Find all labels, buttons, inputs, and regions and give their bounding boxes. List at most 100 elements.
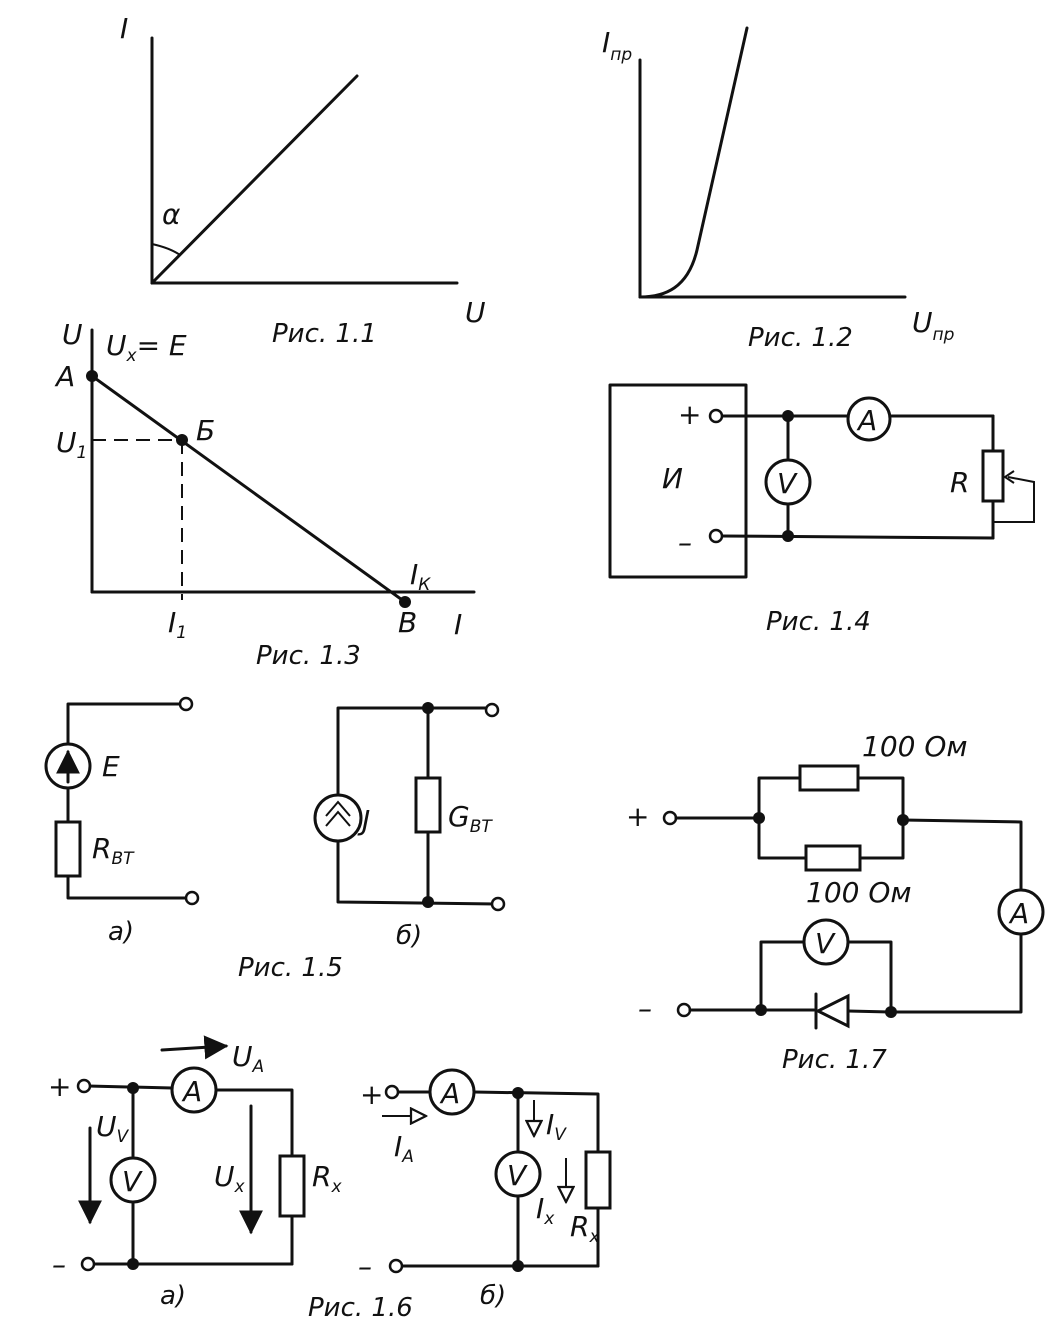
fig12-x-label: Uпр — [912, 306, 955, 345]
fig16b-plus-label: + — [360, 1078, 383, 1111]
fig15b-source-chevron-lower — [325, 810, 351, 827]
fig17-diode-triangle — [814, 993, 850, 1029]
fig11-characteristic-line — [150, 74, 359, 285]
fig14-minus-terminal — [708, 528, 724, 544]
fig13-i1-label: I1 — [168, 606, 187, 643]
fig16b-ix-label: Ix — [536, 1192, 555, 1229]
fig15b-top-wire — [336, 706, 492, 797]
fig16a-ammeter — [170, 1066, 218, 1114]
fig15b-internal-conductance — [414, 776, 442, 834]
fig11-angle-label: α — [162, 198, 181, 231]
fig-1-3-source-load-line: U Ux= E A U1 Б I1 IК B I Рис. 1.3 — [54, 318, 476, 671]
fig16-caption: Рис. 1.6 — [308, 1293, 413, 1323]
fig14-source-box — [608, 383, 748, 579]
fig16b-ammeter — [428, 1068, 476, 1116]
fig17-plus-terminal — [662, 810, 678, 826]
fig16a-sub-label: а) — [160, 1281, 186, 1311]
fig11-x-label: U — [465, 296, 486, 329]
fig13-point-c — [399, 596, 411, 608]
fig16b-ammeter-label: A — [439, 1077, 460, 1110]
fig17-r2-left-wire — [757, 816, 808, 860]
fig15a-r-label: RВТ — [92, 832, 135, 869]
fig13-u1-label: U1 — [56, 426, 87, 463]
fig15a-internal-resistor — [54, 820, 82, 878]
fig12-forward-curve — [638, 26, 749, 299]
fig-1-7-diode-test-circuit: + – 100 Ом 100 Ом A V Рис. 1.7 — [626, 730, 1045, 1075]
fig14-rheostat — [981, 449, 1005, 503]
fig15b-source-chevron-upper — [325, 800, 351, 817]
fig14-voltmeter — [764, 458, 812, 506]
fig12-y-label: Iпр — [602, 26, 632, 65]
fig14-caption: Рис. 1.4 — [766, 607, 871, 637]
fig13-x-label: I — [454, 608, 462, 641]
fig17-vm-right-wire — [846, 940, 893, 1014]
fig14-slider-arrow — [1003, 470, 1015, 484]
fig17-junction-left — [753, 812, 765, 824]
fig11-angle-arc — [151, 243, 181, 256]
fig14-junction-bottom — [782, 530, 794, 542]
fig15b-top-terminal — [484, 702, 500, 718]
fig17-plus-label: + — [626, 800, 649, 833]
fig13-ux-label: Ux= E — [106, 329, 187, 366]
fig17-caption: Рис. 1.7 — [782, 1045, 887, 1075]
fig17-minus-label: – — [638, 992, 652, 1025]
fig17-resistor-2 — [804, 844, 862, 872]
fig17-r1-value: 100 Ом — [862, 730, 968, 763]
fig16b-voltmeter — [494, 1150, 542, 1198]
fig16a-ammeter-label: A — [181, 1075, 202, 1108]
fig16a-top-wire-right — [214, 1088, 294, 1158]
fig16b-iv-label: IV — [546, 1108, 567, 1145]
fig16a-plus-label: + — [48, 1070, 71, 1103]
fig16a-uv-label: UV — [96, 1110, 130, 1147]
fig15b-g-label: GВТ — [448, 800, 493, 837]
fig13-caption: Рис. 1.3 — [256, 641, 361, 671]
fig16b-plus-terminal — [384, 1084, 400, 1100]
fig17-minus-terminal — [676, 1002, 692, 1018]
fig11-y-label: I — [120, 12, 128, 45]
fig11-caption: Рис. 1.1 — [272, 319, 377, 349]
fig15b-bottom-terminal — [490, 896, 506, 912]
fig15a-top-terminal — [178, 696, 194, 712]
fig14-minus-label: – — [678, 526, 692, 559]
fig16a-plus-terminal — [76, 1078, 92, 1094]
fig14-plus-terminal — [708, 408, 724, 424]
fig-1-6b-ammeter-before-voltmeter: A V + – IA IV Ix Rx б) Рис. 1.6 — [308, 1068, 612, 1323]
fig16b-top-wire-right — [472, 1090, 600, 1154]
fig17-ammeter-label: A — [1008, 897, 1029, 930]
fig14-voltmeter-label: V — [777, 467, 798, 500]
fig16a-junction-bottom — [127, 1258, 139, 1270]
fig17-voltmeter — [802, 918, 850, 966]
fig16b-sub-label: б) — [480, 1281, 506, 1311]
fig13-point-a — [86, 370, 98, 382]
fig15b-junction-bottom — [422, 896, 434, 908]
fig15b-sub-label: б) — [396, 921, 422, 951]
fig13-b-label: Б — [196, 414, 215, 447]
fig16b-junction-bottom — [512, 1260, 524, 1272]
fig14-plus-label: + — [678, 398, 701, 431]
fig17-voltmeter-label: V — [815, 927, 836, 960]
fig13-c-label: B — [398, 606, 417, 639]
fig-1-4-measurement-circuit: И + – R A V Рис. 1.4 — [608, 383, 1035, 637]
fig16b-minus-label: – — [358, 1250, 372, 1283]
fig16a-ua-label: UA — [232, 1040, 264, 1077]
fig16a-voltmeter-label: V — [122, 1165, 143, 1198]
fig16b-voltmeter-label: V — [507, 1159, 528, 1192]
fig-1-6a-voltmeter-before-ammeter: A V + – UA UV Ux Rx а) — [48, 1035, 342, 1311]
fig16a-ua-arrow — [160, 1035, 229, 1060]
fig16b-rx-label: Rx — [570, 1210, 600, 1247]
fig13-a-label: A — [54, 360, 75, 393]
fig17-vm-left-wire — [759, 940, 806, 1012]
fig16a-minus-terminal — [80, 1256, 96, 1272]
fig15a-bottom-terminal — [184, 890, 200, 906]
fig12-caption: Рис. 1.2 — [748, 323, 853, 353]
fig14-r-label: R — [950, 466, 969, 499]
fig16b-minus-terminal — [388, 1258, 404, 1274]
fig16a-ux-label: Ux — [214, 1160, 246, 1197]
fig14-source-label: И — [662, 462, 683, 495]
fig17-diode-right-wire — [846, 1009, 893, 1014]
fig16b-junction-top — [512, 1087, 524, 1099]
fig17-r2-value: 100 Ом — [806, 876, 912, 909]
fig17-junction-diode-right — [885, 1006, 897, 1018]
fig16a-junction-top — [127, 1082, 139, 1094]
